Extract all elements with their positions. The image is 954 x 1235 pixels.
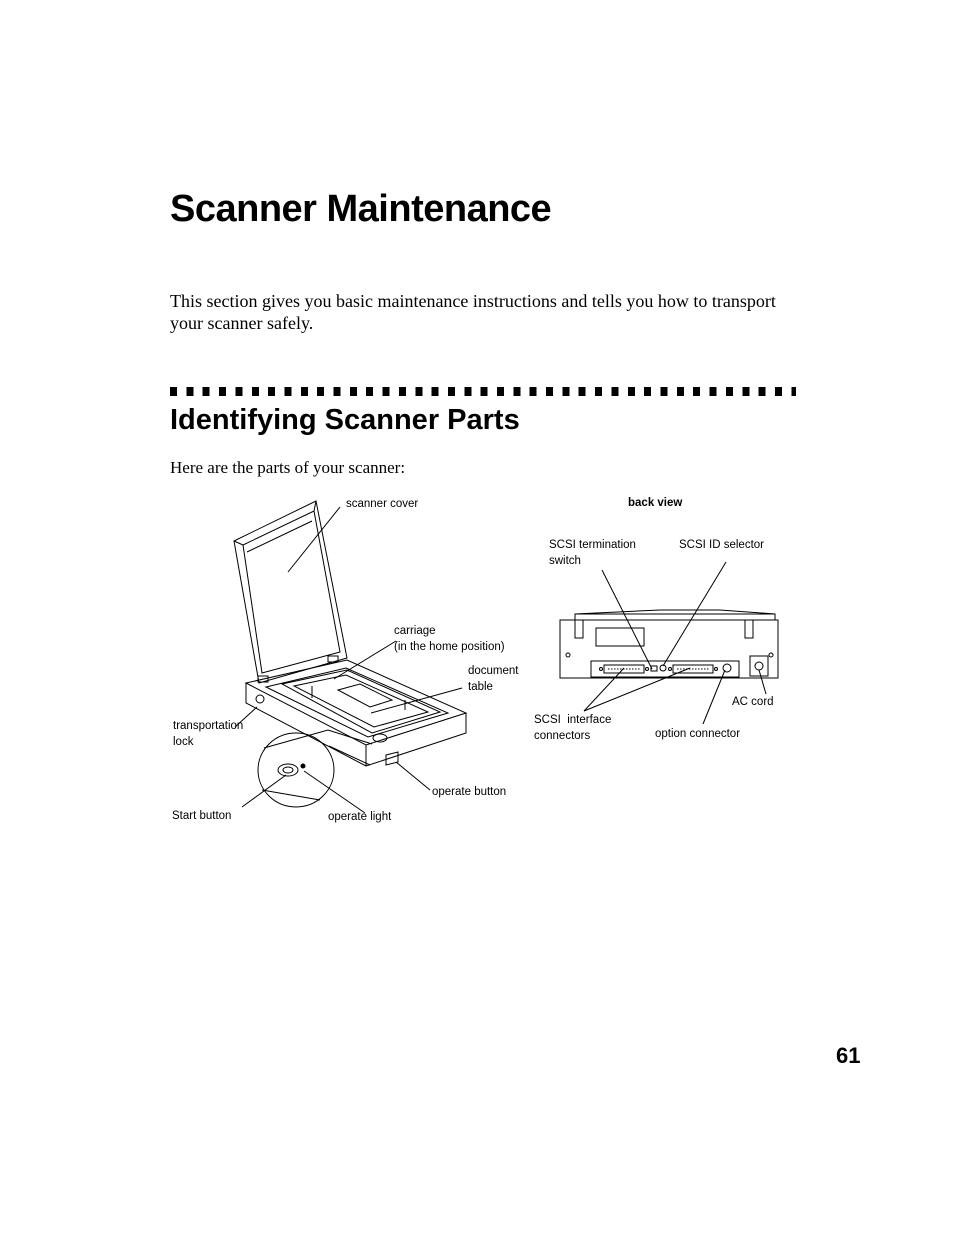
label-scanner-cover: scanner cover — [346, 498, 419, 510]
section-title: Identifying Scanner Parts — [170, 404, 520, 436]
label-operate-button: operate button — [432, 786, 507, 798]
scanner-back-illustration — [559, 561, 779, 725]
label-carriage: carriage (in the home position) — [394, 625, 505, 653]
label-scsi-interface-connectors: SCSI interface connectors — [534, 714, 612, 742]
section-divider — [170, 387, 796, 396]
label-operate-light: operate light — [328, 811, 392, 823]
label-document-table: document table — [468, 665, 519, 693]
label-transportation-lock: transportation lock — [173, 720, 244, 748]
back-view-caption: back view — [628, 497, 683, 509]
intro-paragraph: This section gives you basic maintenance… — [170, 291, 776, 333]
scanner-front-illustration — [233, 500, 468, 814]
page-title: Scanner Maintenance — [170, 188, 552, 230]
lead-text: Here are the parts of your scanner: — [170, 458, 406, 477]
page-number: 61 — [836, 1043, 861, 1068]
label-option-connector: option connector — [655, 728, 741, 740]
label-scsi-id-selector: SCSI ID selector — [679, 539, 764, 551]
label-start-button: Start button — [172, 810, 232, 822]
label-scsi-termination-switch: SCSI termination switch — [549, 539, 636, 567]
label-ac-cord: AC cord — [732, 696, 774, 708]
